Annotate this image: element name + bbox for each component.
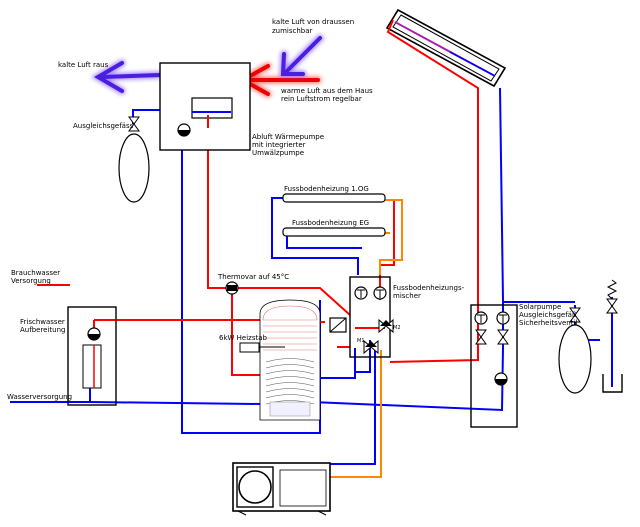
label-process-water-2: Versorgung <box>11 277 51 285</box>
floor-heating-mixer <box>349 276 394 358</box>
air-heat-pump-unit <box>232 462 331 516</box>
label-solar-pump: Solarpumpe <box>519 303 561 311</box>
valve-icon <box>378 318 394 334</box>
label-mixer-2: mischer <box>393 292 421 300</box>
temperature-sensor-icon <box>354 286 368 300</box>
cold-air-in-arrow <box>279 34 324 78</box>
label-solar-vessel: Ausgleichsgefäß <box>519 311 577 319</box>
fresh-water-station <box>67 306 117 406</box>
valve-icon <box>475 329 487 345</box>
label-heat-pump: Abluft Wärmepumpe <box>252 133 324 141</box>
solar-collector <box>385 8 507 88</box>
temperature-sensor-icon <box>474 311 488 325</box>
floor-heating-eg <box>282 227 386 237</box>
label-fresh-water-2: Aufbereitung <box>20 326 65 334</box>
label-floor-heating-1og: Fussbodenheizung 1.OG <box>284 185 369 193</box>
label-cold-air-outside: kalte Luft von draussen <box>272 18 354 26</box>
label-expansion-vessel: Ausgleichsgefäss <box>73 122 134 130</box>
heat-exchanger <box>329 317 347 333</box>
safety-valve <box>602 279 623 393</box>
label-fresh-water: Frischwasser <box>20 318 65 326</box>
label-thermovar: Thermovar auf 45°C <box>217 273 289 281</box>
label-floor-heating-eg: Fussbodenheizung EG <box>292 219 369 227</box>
label-mixer: Fussbodenheizungs- <box>393 284 465 292</box>
expansion-vessel <box>118 116 150 203</box>
temperature-sensor-icon <box>496 311 510 325</box>
return-pipes <box>330 199 403 478</box>
label-heat-pump-3: Umwälzpumpe <box>252 149 304 157</box>
label-heat-pump-2: mit integrierter <box>252 141 306 149</box>
solar-expansion-vessel <box>558 307 592 394</box>
label-warm-air-2: rein Luftstrom regelbar <box>281 95 362 103</box>
labels: kalte Luft von draussen zumischbar kalte… <box>7 18 577 401</box>
temperature-sensor-icon <box>373 286 387 300</box>
valve-icon <box>363 339 379 355</box>
safety-valve-spring-icon <box>606 279 618 300</box>
exhaust-heat-pump <box>159 62 251 151</box>
label-mixer-m1: M1 <box>357 338 365 344</box>
label-heating-rod: 6kW Heizstab <box>219 334 268 342</box>
cold-air-out-arrow <box>91 59 164 95</box>
label-warm-air: warme Luft aus dem Haus <box>281 87 373 95</box>
floor-heating-1og <box>282 193 386 203</box>
heating-rod <box>239 342 260 353</box>
label-process-water: Brauchwasser <box>11 269 60 277</box>
label-mixer-m2: M2 <box>393 325 401 331</box>
solar-station <box>470 304 518 428</box>
thermovar <box>225 281 239 295</box>
valve-icon <box>497 329 509 345</box>
label-safety-valve: Sicherheitsventil <box>519 319 577 327</box>
storage-tank <box>239 299 321 421</box>
label-cold-air-outside-2: zumischbar <box>272 27 313 35</box>
label-cold-air-out: kalte Luft raus <box>58 61 109 69</box>
label-water-supply: Wasserversorgung <box>7 393 72 401</box>
